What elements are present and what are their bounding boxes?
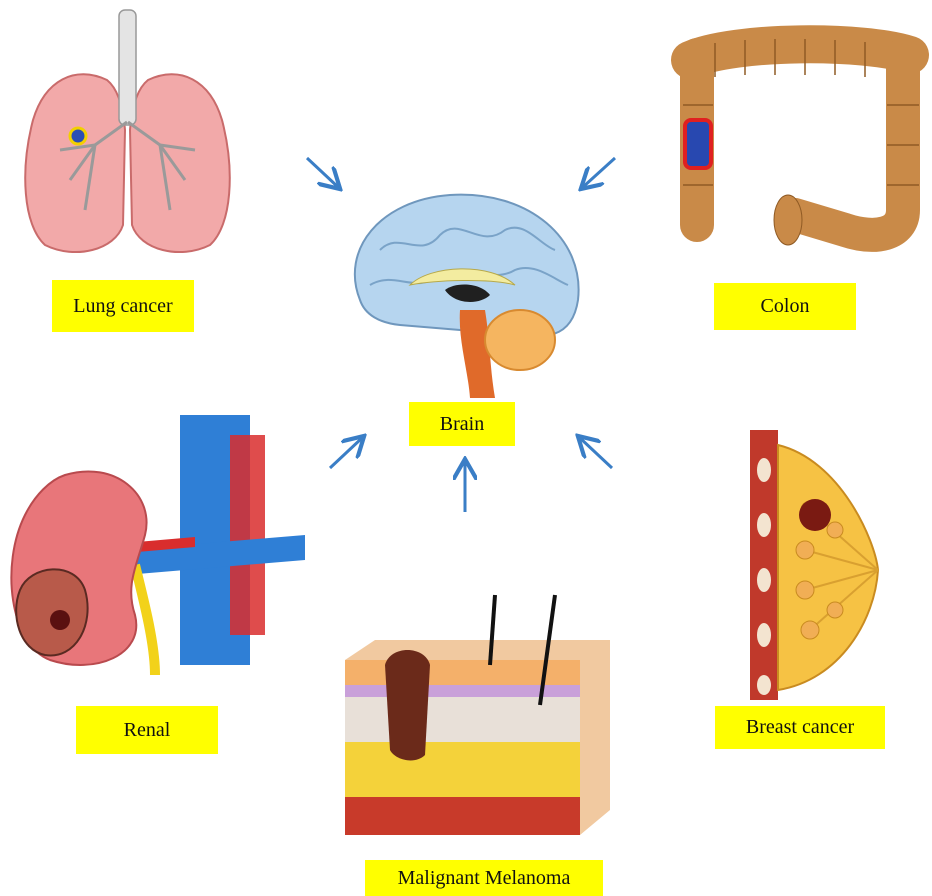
renal-label: Renal	[76, 706, 218, 754]
malignant-melanoma-label: Malignant Melanoma	[365, 860, 603, 896]
arrow-renal-to-brain	[330, 438, 362, 468]
colon-label: Colon	[714, 283, 856, 330]
breast-cancer-label: Breast cancer	[715, 706, 885, 749]
arrow-breast-to-brain	[580, 438, 612, 468]
arrow-lung-to-brain	[307, 158, 338, 187]
arrow-colon-to-brain	[583, 158, 615, 187]
brain-label: Brain	[409, 402, 515, 446]
lung-cancer-label: Lung cancer	[52, 280, 194, 332]
